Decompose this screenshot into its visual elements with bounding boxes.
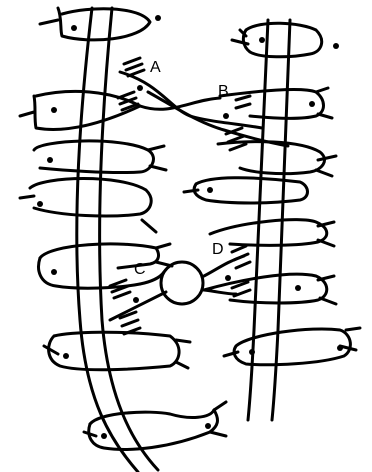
dot-right-2 bbox=[309, 101, 315, 107]
left-rail-pair bbox=[77, 8, 158, 472]
right-loops bbox=[184, 23, 360, 364]
dot-left-5 bbox=[51, 269, 57, 275]
dot-junction-right bbox=[225, 275, 231, 281]
dot-left-1b bbox=[155, 15, 161, 21]
dot-crossover-right bbox=[223, 113, 229, 119]
label-b: B bbox=[218, 83, 229, 100]
loop-left-6 bbox=[49, 332, 179, 370]
dot-left-7 bbox=[101, 433, 107, 439]
hatch-c-upper bbox=[110, 280, 130, 298]
dot-right-4 bbox=[207, 187, 213, 193]
loop-left-4 bbox=[20, 179, 151, 217]
crossover-strand-2 bbox=[140, 98, 220, 109]
loop-left-4-tip bbox=[142, 220, 156, 232]
loop-left-3-tip bbox=[148, 146, 166, 170]
dot-right-1 bbox=[259, 37, 265, 43]
junction-circle bbox=[161, 262, 203, 304]
dot-left-4 bbox=[37, 201, 43, 207]
loop-right-1 bbox=[243, 23, 321, 57]
loop-right-6 bbox=[204, 274, 327, 303]
loop-right-3-tip bbox=[316, 156, 336, 176]
hatch-b-lower bbox=[226, 128, 246, 150]
hatch-c-lower bbox=[120, 312, 140, 334]
label-c: C bbox=[134, 261, 146, 278]
label-d: D bbox=[212, 241, 224, 258]
dot-crossover-left bbox=[137, 85, 143, 91]
dot-right-1b bbox=[333, 43, 339, 49]
right-rail-outer bbox=[248, 20, 268, 420]
loop-left-3 bbox=[34, 141, 153, 173]
dot-left-1 bbox=[71, 25, 77, 31]
dot-left-6 bbox=[63, 353, 69, 359]
dot-left-3 bbox=[47, 157, 53, 163]
loop-left-7-tip bbox=[84, 402, 226, 436]
hatch-b-upper bbox=[236, 96, 250, 108]
dot-right-6 bbox=[295, 285, 301, 291]
dot-left-2 bbox=[51, 107, 57, 113]
loop-right-2 bbox=[220, 89, 324, 118]
dot-junction-left bbox=[133, 297, 139, 303]
loop-right-3 bbox=[218, 142, 325, 174]
dot-left-7b bbox=[205, 423, 211, 429]
dot-right-7 bbox=[249, 349, 255, 355]
loop-right-5 bbox=[210, 220, 327, 246]
junction-right-strand-bottom bbox=[204, 290, 236, 294]
loop-right-4-tip bbox=[184, 190, 198, 192]
label-a: A bbox=[150, 59, 161, 76]
loop-left-7 bbox=[90, 410, 214, 424]
hatch-d-upper bbox=[232, 246, 250, 268]
dot-right-7b bbox=[337, 345, 343, 351]
loop-left-1 bbox=[40, 8, 150, 40]
